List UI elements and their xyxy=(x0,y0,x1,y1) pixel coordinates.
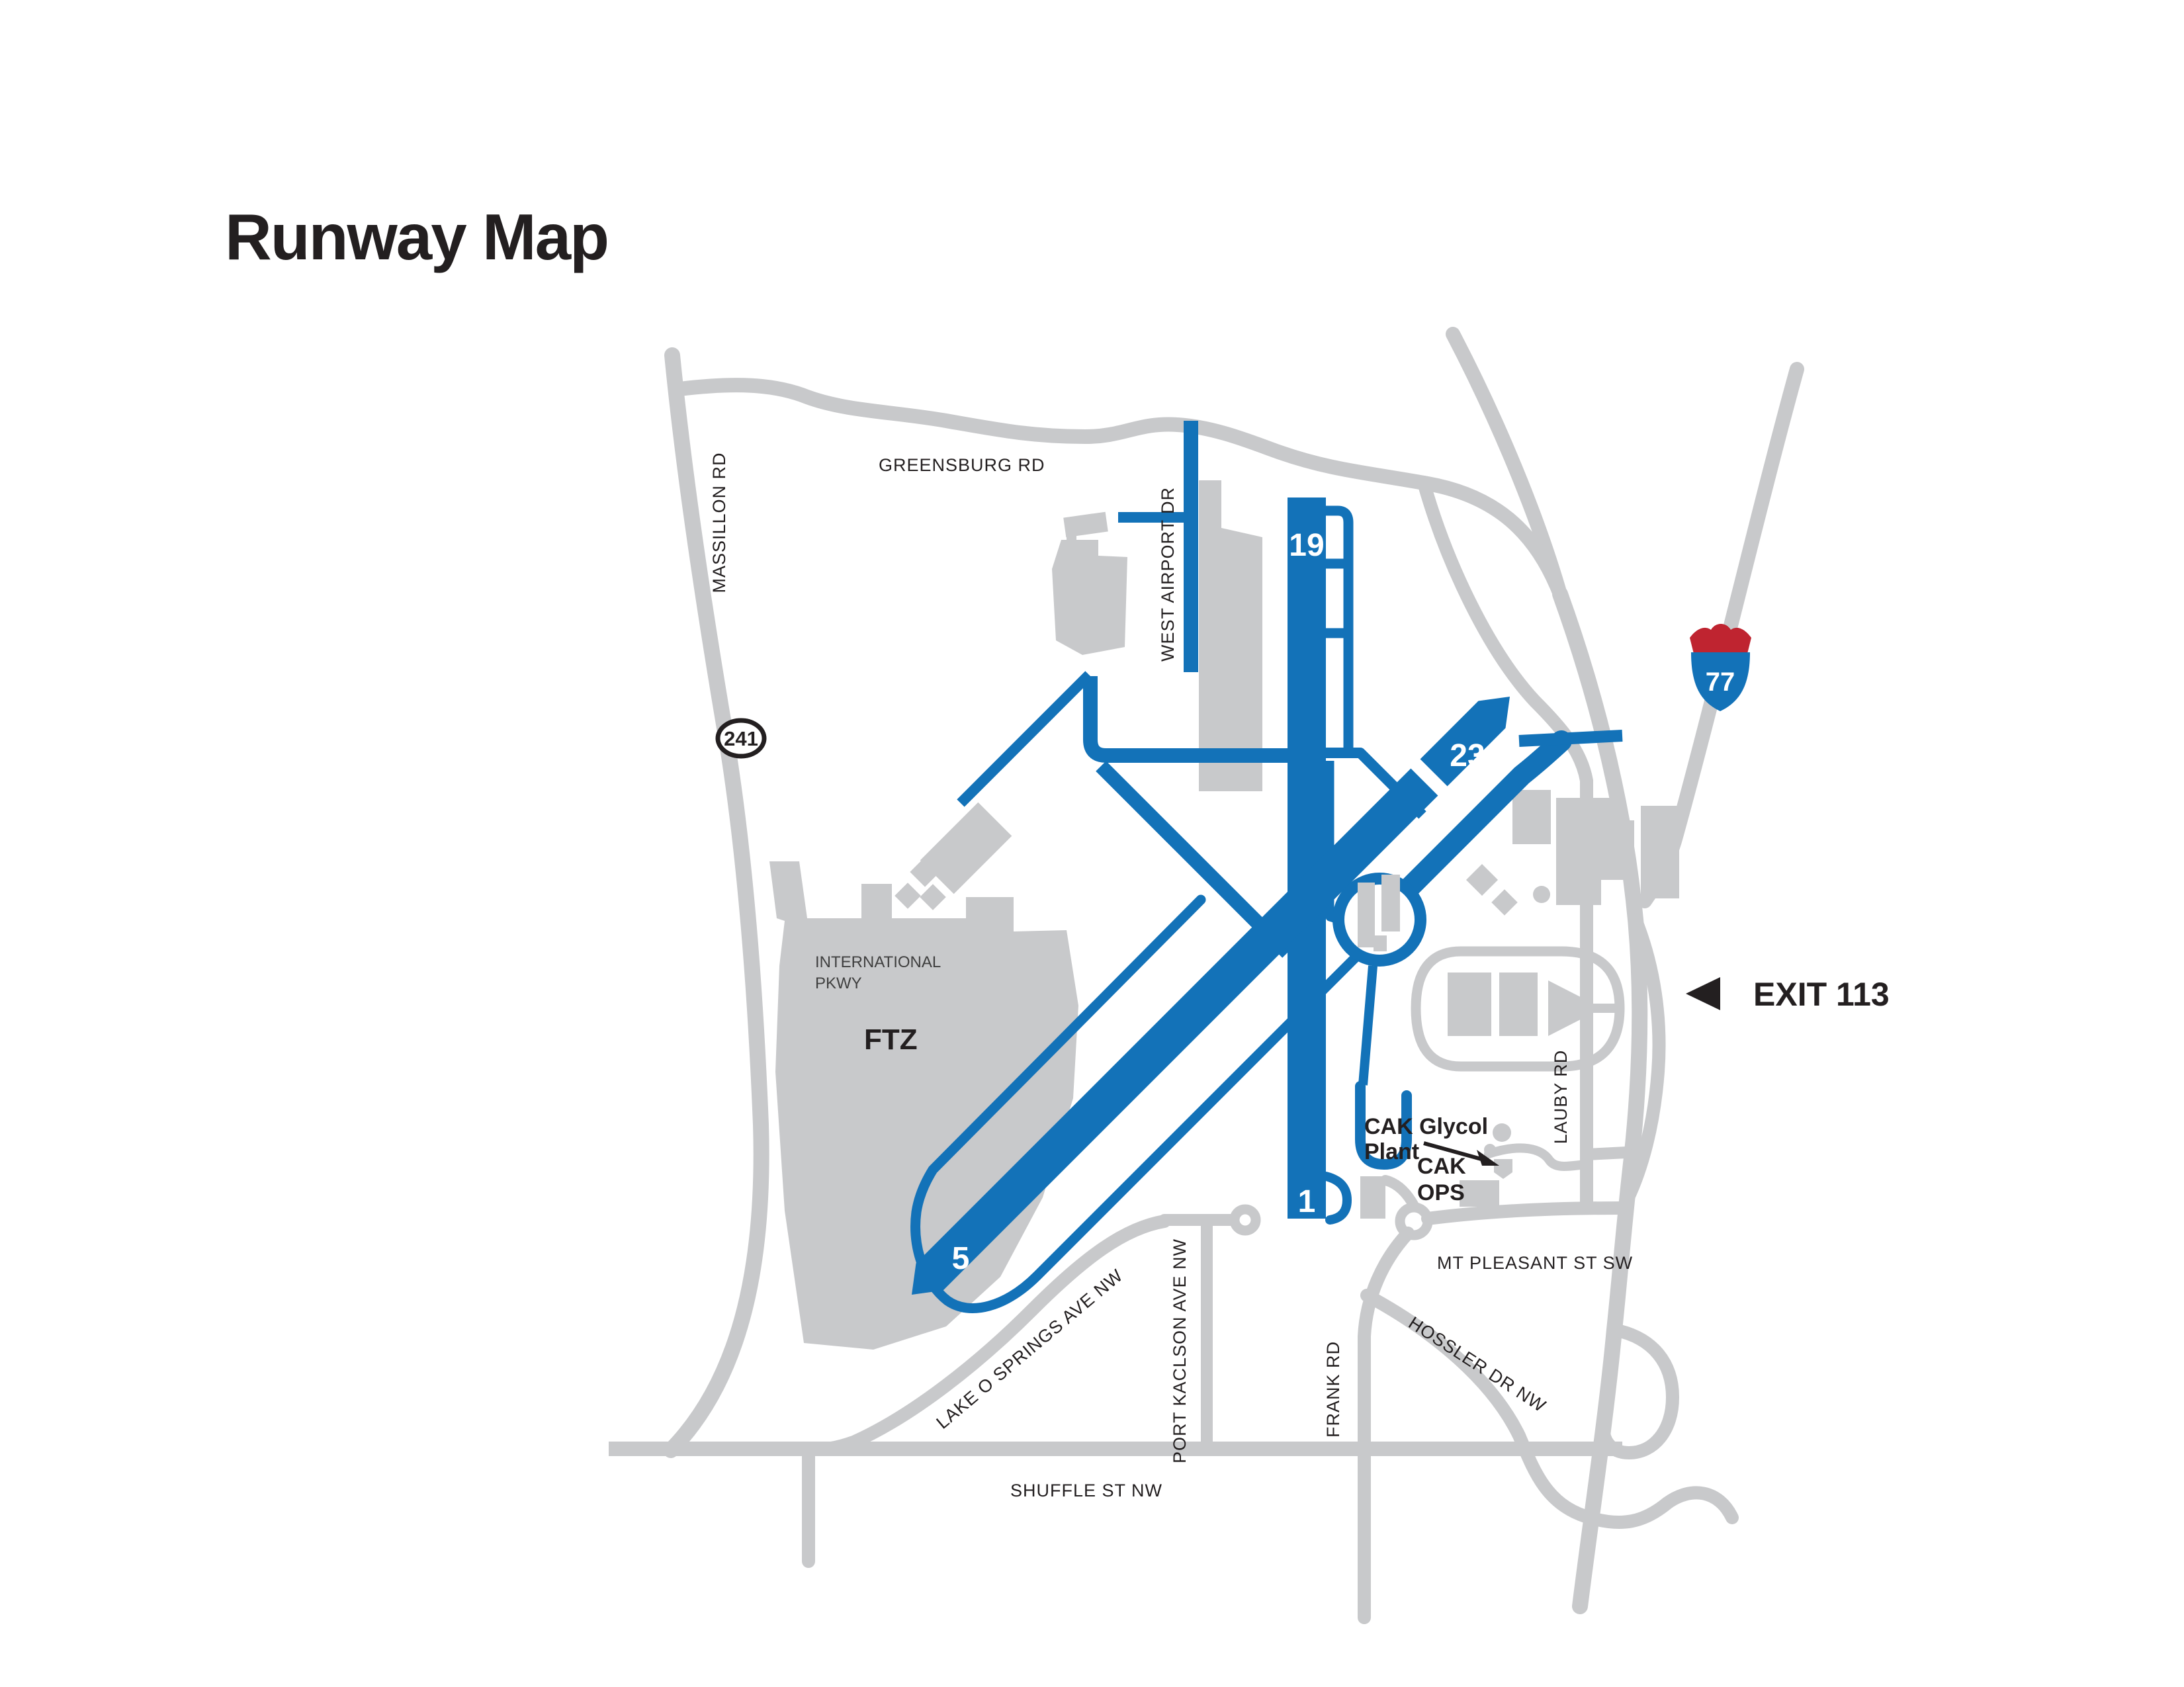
runway23-threshold-gap xyxy=(1401,749,1458,806)
crossfield-taxiway xyxy=(1096,761,1293,958)
shuffle-st-label: SHUFFLE ST NW xyxy=(1010,1481,1162,1500)
runway19-hook-taxiway xyxy=(1326,505,1354,752)
greensburg-i77-connector xyxy=(1417,476,1567,601)
glycol-tank-1 xyxy=(1493,1123,1511,1142)
cak-ops-callout: CAK OPS xyxy=(1417,1154,1466,1205)
i77-shield-body-icon xyxy=(1691,652,1750,711)
glycol-tank-2 xyxy=(1484,1144,1496,1156)
i77-loop-ramp xyxy=(1596,1323,1679,1459)
terminal-building-1 xyxy=(1358,883,1375,947)
route-241-shield: 241 xyxy=(715,718,767,759)
glycol-arrow-head-icon xyxy=(1477,1150,1499,1166)
page-title: Runway Map xyxy=(225,200,608,273)
west-airport-dr-label: WEST AIRPORT DR xyxy=(1158,487,1178,662)
runway23-cargo-link xyxy=(1518,730,1623,747)
frank-rd-label: FRANK RD xyxy=(1323,1341,1343,1438)
airport-apron-strip xyxy=(1199,480,1262,791)
lauby-i77-link xyxy=(1581,1146,1632,1160)
massillon-rd-label: MASSILLON RD xyxy=(709,452,729,593)
runway-19-label: 19 xyxy=(1289,528,1324,563)
ops-access-stub xyxy=(1380,1175,1420,1212)
route-241-number: 241 xyxy=(724,727,758,750)
cul-de-sac-circle xyxy=(1229,1204,1261,1236)
cak-ops-label-line1: CAK xyxy=(1417,1154,1466,1179)
runway-5-label: 5 xyxy=(952,1241,970,1276)
massillon-rd-road xyxy=(663,347,769,1458)
runway-1-label: 1 xyxy=(1298,1184,1316,1219)
ops-connector-taxiway xyxy=(1358,965,1377,1086)
international-pkwy-label-line2: PKWY xyxy=(815,974,862,992)
terminal-building-2 xyxy=(1381,875,1400,931)
hangar-diagonal-taxiway xyxy=(957,671,1093,807)
exit-113-callout: EXIT 113 xyxy=(1686,976,1890,1013)
cak-glycol-label-line2: Plant xyxy=(1364,1139,1419,1164)
nw-hangar-large xyxy=(920,802,1012,894)
cargo-diamond-2 xyxy=(1491,889,1518,916)
cak-ops-building-east xyxy=(1460,1180,1499,1207)
runway23-displaced-taxiway xyxy=(1397,730,1572,900)
route-241-shield-outline xyxy=(715,718,767,759)
cargo-dot-building xyxy=(1533,886,1550,903)
loop-building-1 xyxy=(1448,973,1491,1036)
hossler-dr-road xyxy=(1360,1289,1739,1530)
ftz-label: FTZ xyxy=(864,1023,918,1056)
exit-arrow-icon xyxy=(1686,977,1720,1010)
glycol-service-road xyxy=(1484,1143,1591,1171)
terminal-building-3 xyxy=(1374,935,1387,951)
cargo-building-1 xyxy=(1512,790,1551,844)
cak-glycol-label-line1: CAK Glycol xyxy=(1364,1114,1488,1139)
i77-number: 77 xyxy=(1706,668,1735,697)
runways xyxy=(912,497,1623,1295)
glycol-arrow-line xyxy=(1423,1141,1487,1162)
cargo-building-2 xyxy=(1556,798,1634,905)
cak-ops-label-line2: OPS xyxy=(1417,1180,1465,1205)
cak-ops-u-road xyxy=(1355,1081,1412,1170)
glycol-plant-building xyxy=(1494,1159,1512,1179)
loop-building-pointed xyxy=(1548,980,1602,1036)
terminal-area xyxy=(1332,873,1426,967)
loop-building-2 xyxy=(1499,973,1538,1036)
i77-shield-crown-icon xyxy=(1690,624,1751,654)
interstate-77-shield: 77 xyxy=(1690,624,1751,711)
road-network xyxy=(609,327,1804,1624)
cak-glycol-callout: CAK Glycol Plant xyxy=(1364,1114,1499,1166)
cargo-loop-road xyxy=(1411,946,1625,1072)
mt-pleasant-road xyxy=(1421,1201,1628,1225)
runway-5-23 xyxy=(912,697,1510,1295)
port-kaclson-label: PORT KACLSON AVE NW xyxy=(1170,1238,1190,1463)
main-apron-taxiway xyxy=(1083,676,1288,763)
exit-113-label: EXIT 113 xyxy=(1753,976,1890,1013)
mt-pleasant-label: MT PLEASANT ST SW xyxy=(1437,1253,1633,1273)
greensburg-rd-road xyxy=(672,378,1431,490)
exit-ramp xyxy=(1621,913,1666,1205)
greensburg-rd-label: GREENSBURG RD xyxy=(879,455,1045,475)
international-pkwy-label-line1: INTERNATIONAL xyxy=(815,953,941,971)
lauby-rd-road xyxy=(1417,476,1593,1212)
lauby-rd-label: LAUBY RD xyxy=(1551,1050,1571,1145)
west-hangar-small xyxy=(1063,511,1108,538)
runway-1-19 xyxy=(1288,497,1326,1219)
runway-23-label: 23 xyxy=(1450,738,1485,773)
cak-ops-building-west xyxy=(1360,1176,1385,1219)
frank-rd-road xyxy=(1358,1227,1415,1624)
cargo-diamond-1 xyxy=(1465,863,1499,896)
cargo-building-3 xyxy=(1641,806,1679,898)
west-terminal-building xyxy=(1052,540,1127,655)
runway1-end-hook xyxy=(1321,1172,1352,1225)
